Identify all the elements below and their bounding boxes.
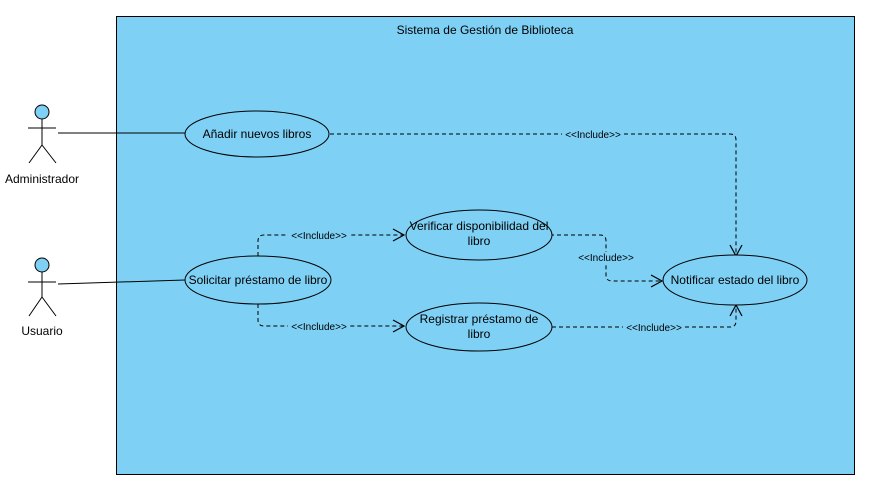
use-case-label: Notificar estado del libro bbox=[671, 273, 800, 287]
use-case-add-books[interactable]: Añadir nuevos libros bbox=[184, 110, 330, 158]
include-label-verify-to-notify: <<Include>> bbox=[575, 252, 637, 264]
use-case-label-line1: Registrar préstamo de bbox=[420, 312, 539, 326]
use-case-request-loan[interactable]: Solicitar préstamo de libro bbox=[184, 255, 332, 305]
svg-text:<<Include>>: <<Include>> bbox=[626, 323, 682, 334]
include-edge-request-to-verify[interactable] bbox=[257, 228, 406, 256]
actor-head bbox=[34, 104, 50, 120]
use-case-verify-availability[interactable]: Verificar disponibilidad del libro bbox=[405, 209, 553, 261]
include-label-add-to-notify: <<Include>> bbox=[562, 129, 624, 141]
use-case-notify-status[interactable]: Notificar estado del libro bbox=[662, 254, 808, 306]
actor-administrador[interactable]: Administrador bbox=[5, 104, 79, 186]
use-case-label-line2: libro bbox=[468, 327, 491, 341]
use-case-label: Solicitar préstamo de libro bbox=[189, 273, 328, 287]
use-case-label-line2: libro bbox=[468, 234, 491, 248]
svg-text:<<Include>>: <<Include>> bbox=[291, 322, 347, 333]
svg-text:<<Include>>: <<Include>> bbox=[578, 253, 634, 264]
use-case-label-line1: Verificar disponibilidad del bbox=[410, 219, 549, 233]
association-user-request-loan[interactable] bbox=[57, 279, 186, 285]
actor-usuario[interactable]: Usuario bbox=[21, 257, 63, 338]
actor-label: Administrador bbox=[5, 172, 79, 186]
svg-text:<<Include>>: <<Include>> bbox=[565, 130, 621, 141]
use-case-label: Añadir nuevos libros bbox=[203, 127, 312, 141]
actor-head bbox=[34, 257, 50, 273]
include-edge-add-to-notify[interactable] bbox=[330, 133, 743, 258]
svg-text:<<Include>>: <<Include>> bbox=[291, 231, 347, 242]
include-edge-verify-to-notify[interactable] bbox=[550, 234, 664, 288]
include-label-request-to-register: <<Include>> bbox=[288, 321, 350, 333]
include-label-request-to-verify: <<Include>> bbox=[288, 230, 350, 242]
include-label-register-to-notify: <<Include>> bbox=[623, 322, 685, 334]
include-edge-register-to-notify[interactable] bbox=[552, 303, 743, 328]
actor-label: Usuario bbox=[21, 324, 63, 338]
system-title: Sistema de Gestión de Biblioteca bbox=[397, 23, 574, 37]
include-edge-request-to-register[interactable] bbox=[257, 304, 406, 333]
use-case-register-loan[interactable]: Registrar préstamo de libro bbox=[405, 302, 553, 352]
